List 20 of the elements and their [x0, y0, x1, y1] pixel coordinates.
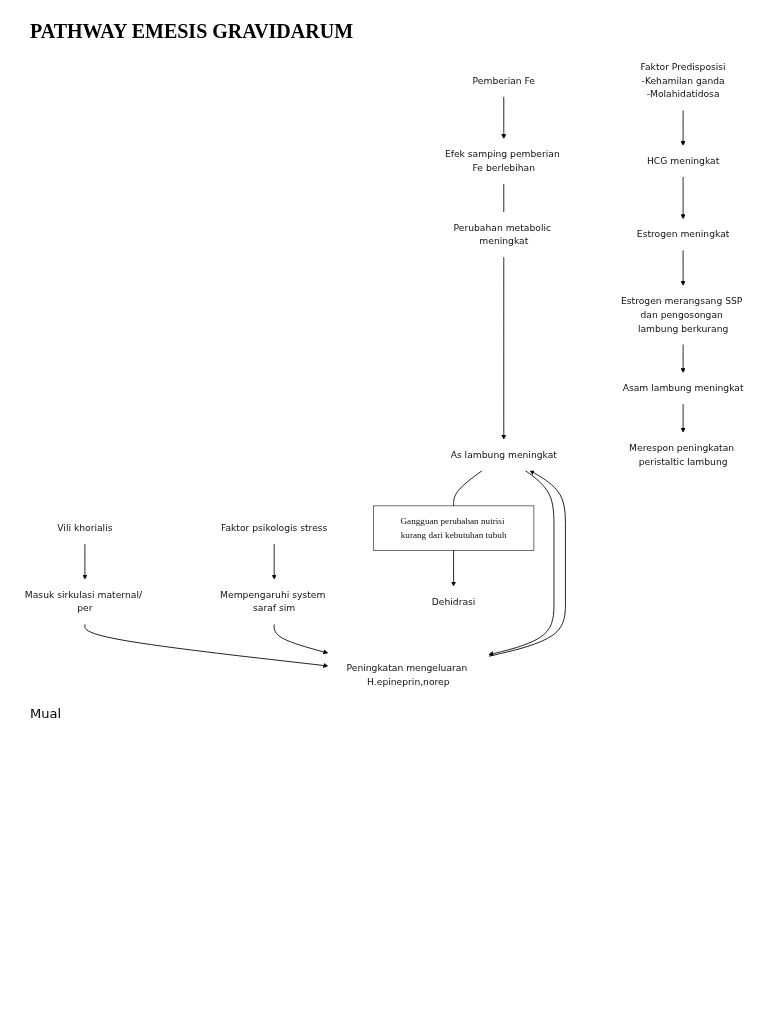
node-text: Perubahan metabolic meningkat	[453, 221, 552, 247]
node-text: Dehidrasi	[431, 595, 476, 607]
node-text: Vili khorialis	[57, 522, 113, 534]
node-text: Pemberian Fe	[472, 75, 535, 86]
node-text: Masuk sirkulasi maternal/ per	[24, 589, 143, 614]
node-text: Estrogen merangsang SSP dan pengosongan lambung berkurang	[620, 295, 743, 334]
node-text: Peningkatan mengeluaran H.epineprin,norep	[346, 662, 468, 688]
diagram-title: PATHWAY EMESIS GRAVIDARUM	[30, 20, 354, 43]
node-text: Faktor Predisposisi -Kehamilan ganda -Molahidatidosa	[640, 61, 726, 100]
side-label: Mual	[30, 706, 63, 722]
connector	[453, 469, 484, 507]
node-text: Mempengaruhi system saraf sim	[220, 589, 326, 614]
node-text: HCG meningkat	[646, 155, 720, 167]
node-text: Efek samping pemberian Fe berlebihan	[444, 148, 560, 174]
node-text: Estrogen meningkat	[636, 228, 730, 240]
node-text: Asam lambung meningkat	[622, 382, 744, 394]
node-box: Gangguan perubahan nutrisi kurang dari kebutuhan tubuh	[373, 505, 535, 551]
node-text: Merespon peningkatan peristaltic lambung	[629, 442, 735, 467]
node-text: Faktor psikologis stress	[220, 522, 328, 534]
node-text: As lambung meningkat	[450, 449, 557, 460]
